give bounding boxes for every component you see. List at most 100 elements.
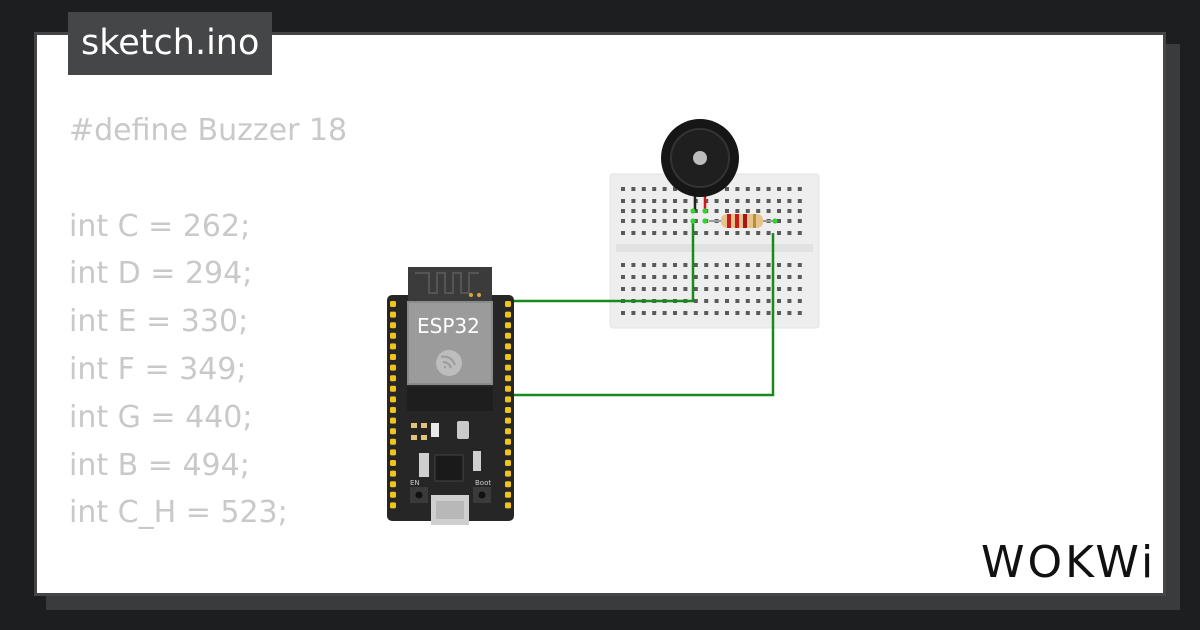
breadboard-hole [797,263,802,267]
esp32-pin[interactable] [390,322,396,329]
esp32-pin[interactable] [505,481,511,488]
breadboard-hole [714,231,719,235]
esp32-pin[interactable] [505,332,511,339]
breadboard-hole [756,311,761,315]
code-editor[interactable]: #define Buzzer 18 int C = 262; int D = 294… [69,107,580,593]
breadboard-hole [797,275,802,279]
esp32-pin[interactable] [390,481,396,488]
breadboard-hole [766,231,771,235]
breadboard-hole [745,287,750,291]
code-line[interactable]: int E = 330; [69,304,249,340]
esp32-pin[interactable] [390,449,396,456]
code-line[interactable]: int D = 294; [69,256,253,292]
breadboard-hole [662,187,667,191]
breadboard-hole [797,299,802,303]
esp32-pin[interactable] [390,332,396,339]
code-line[interactable]: int C_H = 523; [69,495,288,531]
breadboard-hole [673,187,677,191]
esp32-pin[interactable] [390,470,396,477]
esp32-pin[interactable] [390,491,396,498]
code-line[interactable]: int F = 349; [69,351,247,387]
breadboard-hole [704,299,709,303]
esp32-pin[interactable] [505,343,511,350]
breadboard-hole [735,263,740,267]
esp32-pin[interactable] [505,322,511,329]
breadboard-hole [777,219,781,223]
esp32-pin[interactable] [390,311,396,318]
breadboard-hole [756,209,761,213]
esp32-pin[interactable] [390,428,396,435]
breadboard-hole [787,219,792,223]
breadboard-hole [725,287,729,291]
breadboard-hole [766,275,771,279]
esp32-pin[interactable] [505,428,511,435]
code-line[interactable]: int sounds[] = {C,D,E,F,G,B,C_H}; [69,585,580,593]
breadboard-hole [797,287,802,291]
code-line[interactable]: int B = 494; [69,447,250,483]
esp32-pin[interactable] [505,491,511,498]
circuit-diagram[interactable]: ESP32 EN Boot [37,35,1166,596]
esp32-pin[interactable] [390,343,396,350]
breadboard-hole [777,311,781,315]
breadboard-hole [652,199,657,203]
esp32-pin[interactable] [390,438,396,445]
code-line[interactable]: int G = 440; [69,399,253,435]
breadboard-hole [797,311,802,315]
breadboard-hole [641,199,646,203]
breadboard-hole [641,231,646,235]
esp32-pins[interactable] [390,301,511,509]
resistor[interactable] [709,214,775,228]
breadboard-hole [704,231,709,235]
esp32-pin[interactable] [505,385,511,392]
breadboard-hole [787,287,792,291]
esp32-pin[interactable] [505,502,511,509]
esp32-pin[interactable] [505,375,511,382]
breadboard-hole [725,299,729,303]
esp32-pin[interactable] [505,407,511,413]
esp32-pin[interactable] [505,460,511,466]
breadboard-hole [735,209,740,213]
esp32-pin[interactable] [505,470,511,477]
breadboard-hole [787,275,792,279]
code-line[interactable]: #define Buzzer 18 [69,113,348,148]
breadboard-hole [641,187,646,191]
breadboard-hole [797,199,802,203]
breadboard-hole [683,287,688,291]
esp32-pin[interactable] [390,375,396,382]
esp32-pin[interactable] [390,407,396,413]
esp32-pin[interactable] [390,301,396,307]
breadboard-hole [641,311,646,315]
wires[interactable] [503,208,778,397]
breadboard-hole [745,199,750,203]
esp32-pin[interactable] [505,354,511,360]
esp32-pin[interactable] [390,354,396,360]
esp32-board[interactable]: ESP32 EN Boot [387,267,514,525]
esp32-pin[interactable] [505,364,511,371]
esp32-pin[interactable] [505,311,511,318]
breadboard-hole [631,311,636,315]
esp32-pin[interactable] [505,438,511,445]
esp32-pin[interactable] [390,385,396,392]
esp32-pin[interactable] [505,417,511,424]
esp32-pin[interactable] [390,364,396,371]
esp32-pin[interactable] [390,502,396,509]
file-tab[interactable]: sketch.ino [68,12,273,75]
breadboard-hole [777,187,781,191]
esp32-pin[interactable] [390,417,396,424]
esp32-pin[interactable] [390,460,396,466]
esp32-pin[interactable] [505,396,511,403]
esp32-pin[interactable] [390,396,396,403]
esp32-pin[interactable] [505,301,511,307]
code-line[interactable]: int C = 262; [69,208,251,244]
breadboard-hole [621,275,625,279]
breadboard-hole [652,231,657,235]
esp32-pin[interactable] [505,449,511,456]
breadboard[interactable] [609,173,820,329]
breadboard-hole [777,199,781,203]
buzzer[interactable] [661,119,739,211]
breadboard-hole [631,263,636,267]
breadboard-hole [745,275,750,279]
breadboard-hole [621,219,625,223]
breadboard-hole [756,187,761,191]
breadboard-hole [777,263,781,267]
